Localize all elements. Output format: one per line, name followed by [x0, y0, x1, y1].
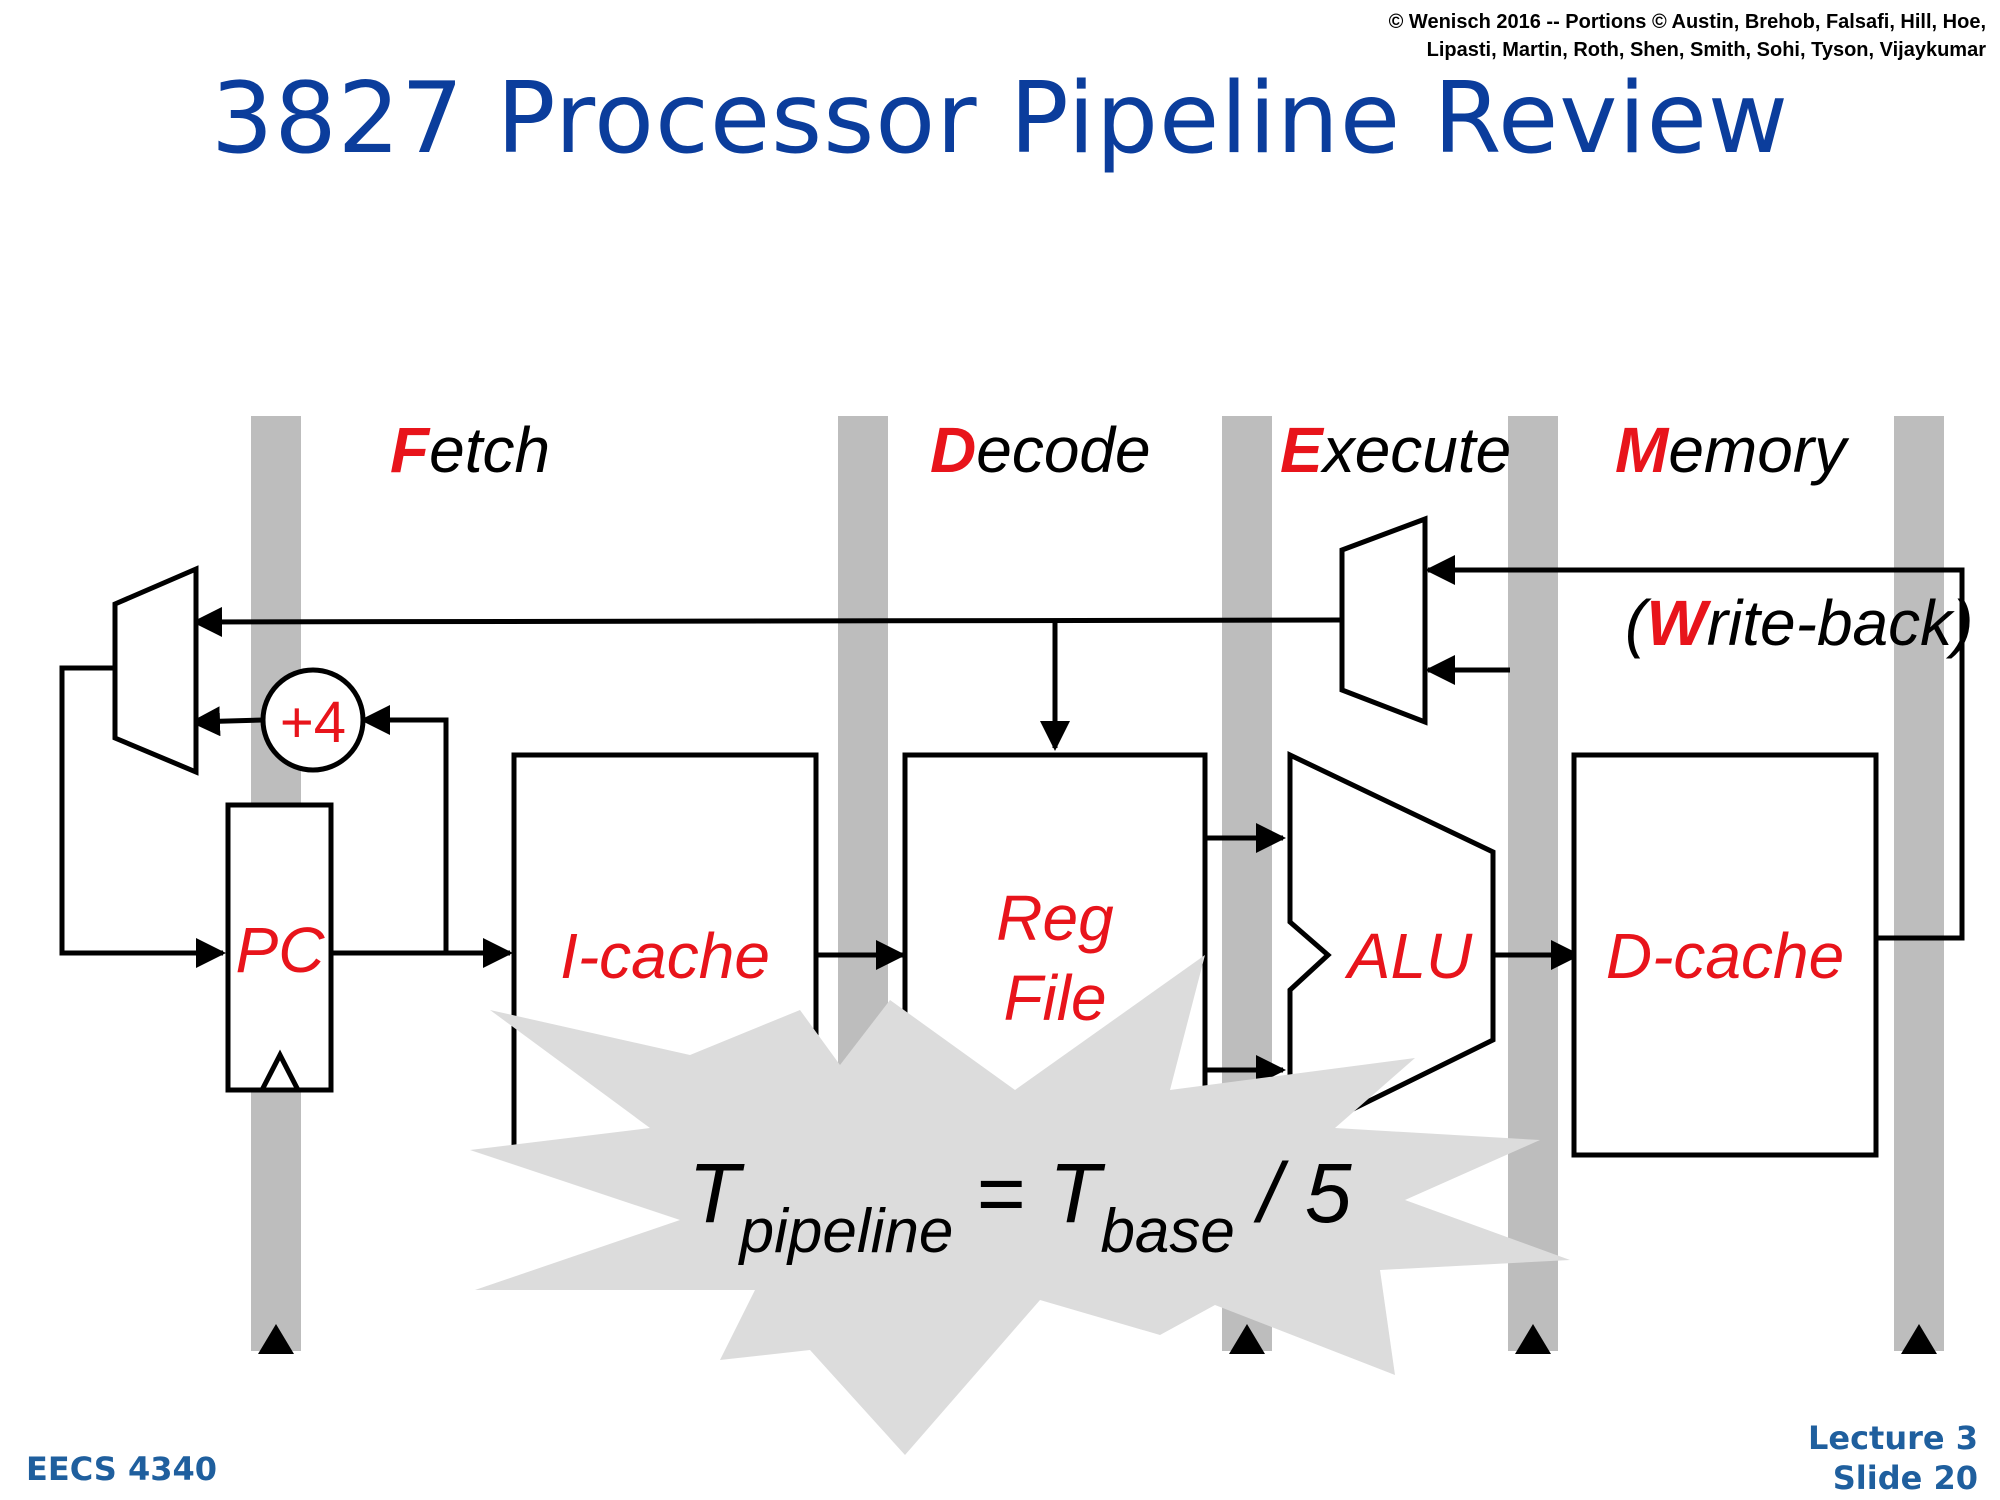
course-label: EECS 4340 — [26, 1450, 218, 1488]
stage-rest: xecute — [1320, 414, 1512, 486]
stage-rest: emory — [1668, 414, 1850, 486]
alu-shape — [1287, 751, 1496, 1145]
formula-rhs-sub: base — [1100, 1197, 1234, 1266]
formula-lhs: T — [688, 1146, 745, 1240]
stage-initial: F — [390, 414, 431, 486]
formula-lhs-sub: pipeline — [738, 1197, 954, 1266]
latch-4 — [1508, 416, 1558, 1351]
alu-block: ALU — [1287, 751, 1496, 1145]
stage-initial: E — [1280, 414, 1325, 486]
branch-target-wire — [192, 606, 1341, 637]
stage-label-fetch: Fetch — [390, 414, 550, 486]
incr-to-mux-wire — [190, 706, 264, 737]
stage-initial: M — [1615, 414, 1670, 486]
formula-text: Tpipeline = Tbase / 5 — [688, 1146, 1352, 1266]
writeback-initial: W — [1646, 587, 1711, 659]
slide-number: Slide 20 — [1832, 1459, 1978, 1497]
dcache-box — [1571, 752, 1879, 1158]
clock-triangle-icon — [1515, 1324, 1551, 1354]
pc-register: PC — [225, 802, 334, 1093]
writeback-mux — [1339, 515, 1428, 726]
latch-5 — [1894, 416, 1944, 1351]
formula-tail: / 5 — [1235, 1146, 1352, 1240]
formula-callout: Tpipeline = Tbase / 5 — [470, 955, 1570, 1455]
writeback-label: (Write-back) — [1625, 587, 1973, 659]
pc-mux — [112, 565, 199, 776]
stage-label-memory: Memory — [1615, 414, 1850, 486]
pc-mux-output-wire — [59, 665, 226, 968]
dcache-label: D-cache — [1606, 920, 1844, 992]
pc-label: PC — [236, 914, 326, 986]
incrementer-circle — [260, 667, 366, 773]
dcache-block: D-cache — [1571, 752, 1879, 1158]
writeback-rest: rite-back) — [1707, 587, 1974, 659]
stage-rest: ecode — [976, 414, 1150, 486]
formula-rhs: T — [1049, 1146, 1106, 1240]
stage-label-decode: Decode — [930, 414, 1151, 486]
stage-rest: etch — [429, 414, 550, 486]
alu-label: ALU — [1344, 920, 1473, 992]
clock-triangle-icon — [1229, 1324, 1265, 1354]
stage-initial: D — [930, 414, 976, 486]
pc-to-incr-wire — [360, 705, 449, 953]
copyright-line-1: © Wenisch 2016 -- Portions © Austin, Bre… — [1388, 11, 1986, 33]
copyright-line-2: Lipasti, Martin, Roth, Shen, Smith, Sohi… — [1426, 39, 1986, 61]
regfile-label-line1: Reg — [996, 882, 1114, 954]
pc-clock-icon — [259, 1049, 301, 1092]
pc-box — [225, 802, 334, 1093]
lecture-label: Lecture 3 — [1807, 1419, 1978, 1457]
incrementer: +4 — [260, 667, 366, 773]
slide-title: 3827 Processor Pipeline Review — [210, 62, 1790, 176]
clock-triangle-icon — [258, 1324, 294, 1354]
clock-triangles — [258, 1324, 1937, 1354]
writeback-loop-wire — [1425, 555, 1965, 941]
regfile-label-line2: File — [1003, 962, 1106, 1034]
icache-label: I-cache — [560, 920, 770, 992]
starburst — [470, 955, 1570, 1455]
stage-label-execute: Execute — [1280, 414, 1511, 486]
incrementer-label: +4 — [280, 690, 346, 755]
slide-info: Lecture 3 Slide 20 — [1808, 1418, 1978, 1498]
clock-triangle-icon — [1901, 1324, 1937, 1354]
wires — [59, 555, 1965, 1085]
formula-eq: = — [953, 1146, 1049, 1240]
copyright-notice: © Wenisch 2016 -- Portions © Austin, Bre… — [1389, 8, 1986, 64]
